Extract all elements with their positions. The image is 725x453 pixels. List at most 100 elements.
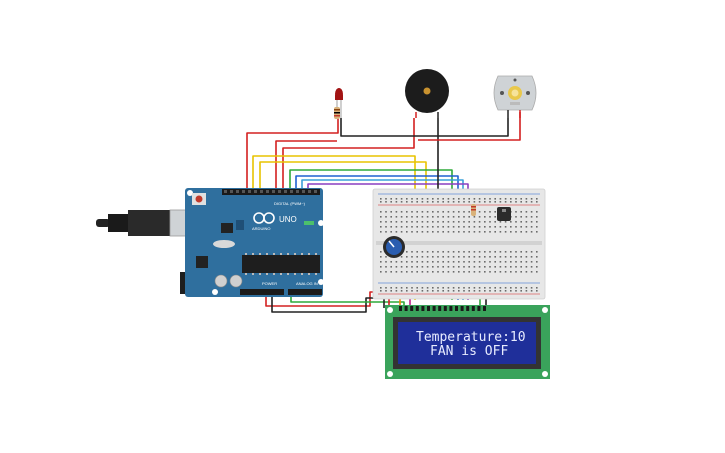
breadboard-hole xyxy=(536,226,538,228)
breadboard-hole xyxy=(530,266,533,268)
breadboard-hole xyxy=(494,216,496,218)
breadboard-hole xyxy=(515,266,517,268)
breadboard-hole xyxy=(452,287,455,289)
breadboard-hole xyxy=(489,211,491,213)
breadboard-hole xyxy=(411,226,413,228)
breadboard-hole xyxy=(504,221,507,223)
breadboard-hole xyxy=(463,198,465,200)
breadboard-hole xyxy=(421,261,424,263)
breadboard-hole xyxy=(494,266,496,268)
potentiometer-icon[interactable] xyxy=(383,236,405,258)
breadboard-hole xyxy=(536,198,538,200)
breadboard-hole xyxy=(406,287,408,289)
breadboard-hole xyxy=(515,271,517,273)
power-label: POWER xyxy=(262,281,277,286)
breadboard-hole xyxy=(463,226,465,228)
breadboard-hole xyxy=(416,211,418,213)
buzzer-icon[interactable] xyxy=(405,69,449,118)
breadboard-hole xyxy=(499,266,502,268)
breadboard-hole xyxy=(406,271,408,273)
breadboard-hole xyxy=(478,211,481,213)
motor-icon[interactable] xyxy=(493,75,537,118)
breadboard-hole xyxy=(426,290,429,292)
lcd-pin xyxy=(421,306,425,311)
breadboard-hole xyxy=(520,201,522,203)
breadboard-hole xyxy=(432,261,434,263)
breadboard-hole xyxy=(473,226,476,228)
breadboard-hole xyxy=(510,251,512,253)
breadboard-hole xyxy=(525,290,528,292)
breadboard-hole xyxy=(426,231,429,233)
breadboard-hole xyxy=(432,201,434,203)
wire-red-led xyxy=(246,118,339,193)
breadboard-hole xyxy=(510,290,512,292)
breadboard-hole xyxy=(385,211,387,213)
breadboard-hole xyxy=(411,287,413,289)
led-icon[interactable] xyxy=(334,88,343,119)
breadboard-hole xyxy=(442,198,444,200)
breadboard-hole xyxy=(525,221,528,223)
breadboard-hole xyxy=(536,271,538,273)
breadboard-hole xyxy=(442,251,444,253)
breadboard-hole xyxy=(520,211,522,213)
breadboard-hole xyxy=(478,256,481,258)
breadboard-hole xyxy=(525,198,528,200)
lcd-line-2: FAN is OFF xyxy=(430,344,508,359)
breadboard-hole xyxy=(494,261,496,263)
breadboard-hole xyxy=(463,271,465,273)
breadboard-hole xyxy=(432,251,434,253)
breadboard-hole xyxy=(452,201,455,203)
breadboard-hole xyxy=(463,287,465,289)
breadboard-hole xyxy=(380,271,382,273)
arduino-board[interactable]: DIGITAL (PWM~) ARDUINO UNO xyxy=(96,188,324,297)
breadboard-hole xyxy=(458,221,460,223)
breadboard-hole xyxy=(499,290,502,292)
breadboard-hole xyxy=(400,261,403,263)
breadboard-hole xyxy=(432,221,434,223)
breadboard-hole xyxy=(489,290,491,292)
breadboard-hole xyxy=(421,251,424,253)
breadboard-hole xyxy=(520,271,522,273)
breadboard-hole xyxy=(437,290,439,292)
breadboard-hole xyxy=(437,256,439,258)
breadboard-hole xyxy=(416,287,418,289)
breadboard-hole xyxy=(463,290,465,292)
lcd-pin xyxy=(438,306,442,311)
wire-black-power xyxy=(271,292,382,313)
breadboard-hole xyxy=(504,231,507,233)
breadboard-hole xyxy=(400,256,403,258)
breadboard-hole xyxy=(510,198,512,200)
breadboard-hole xyxy=(520,266,522,268)
breadboard-hole xyxy=(385,266,387,268)
breadboard-hole xyxy=(489,216,491,218)
breadboard-hole xyxy=(530,201,533,203)
breadboard-hole xyxy=(416,290,418,292)
breadboard-hole xyxy=(530,216,533,218)
breadboard-hole xyxy=(494,290,496,292)
breadboard-hole xyxy=(468,251,470,253)
breadboard-hole xyxy=(536,211,538,213)
breadboard-hole xyxy=(504,201,507,203)
breadboard-hole xyxy=(536,201,538,203)
breadboard-hole xyxy=(504,226,507,228)
breadboard-hole xyxy=(499,256,502,258)
digital-header xyxy=(222,189,320,195)
lcd-pin xyxy=(443,306,447,311)
breadboard-hole xyxy=(390,266,392,268)
breadboard-hole xyxy=(400,226,403,228)
breadboard-hole xyxy=(395,290,398,292)
breadboard-hole xyxy=(463,251,465,253)
breadboard-hole xyxy=(473,256,476,258)
breadboard-hole xyxy=(395,287,398,289)
temperature-sensor-icon[interactable] xyxy=(497,207,511,221)
breadboard-hole xyxy=(520,287,522,289)
breadboard-hole xyxy=(489,201,491,203)
lcd-pin xyxy=(415,306,419,311)
breadboard-hole xyxy=(515,226,517,228)
lcd-pin xyxy=(460,306,464,311)
lcd-pin xyxy=(466,306,470,311)
breadboard-hole xyxy=(447,266,450,268)
breadboard-hole xyxy=(380,211,382,213)
breadboard-hole xyxy=(442,221,444,223)
breadboard-hole xyxy=(426,216,429,218)
